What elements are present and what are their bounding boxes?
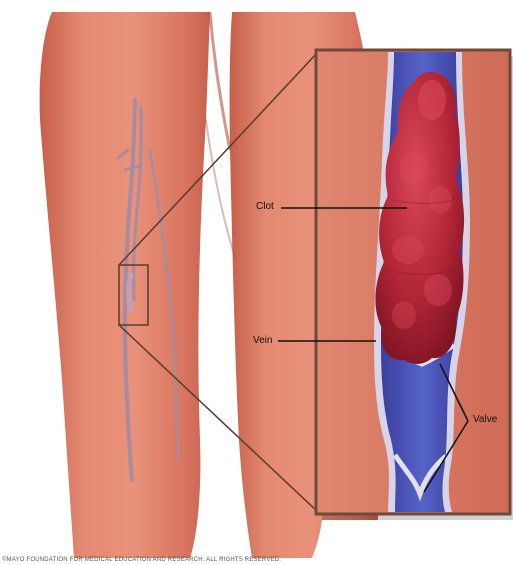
inset-panel: [316, 50, 510, 514]
valve-label: Valve: [473, 414, 497, 425]
copyright-notice: ©MAYO FOUNDATION FOR MEDICAL EDUCATION A…: [2, 557, 281, 563]
vein-label: Vein: [253, 335, 272, 346]
groin-shadow: [210, 12, 230, 150]
clot-label: Clot: [256, 201, 274, 212]
